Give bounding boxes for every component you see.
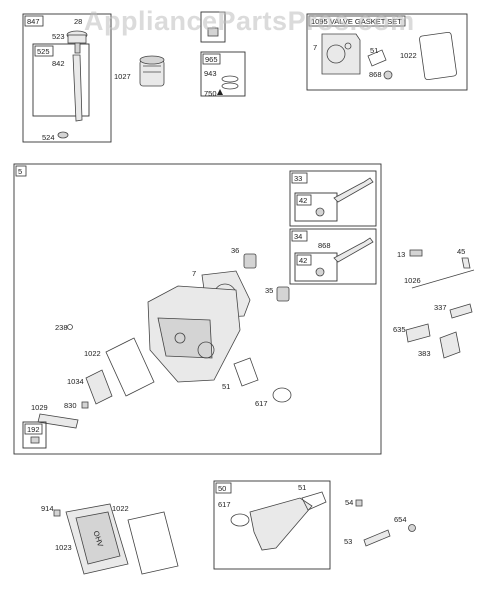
breather-plate [85, 369, 113, 405]
intake-valve [333, 237, 374, 263]
callout-1023: 1023 [55, 543, 72, 552]
group-5-number: 5 [18, 167, 22, 176]
group-965: 965 943 750 [200, 51, 246, 98]
callout-54: 54 [345, 498, 353, 507]
group-34-868: 868 [318, 241, 331, 250]
exhaust-valve [333, 177, 374, 203]
group-965-number: 965 [205, 55, 218, 64]
group-50-number: 50 [218, 484, 226, 493]
watermark: AppliancePartsPros.com [84, 6, 415, 36]
callout-51-gs: 51 [370, 46, 378, 55]
callout-617: 617 [255, 399, 268, 408]
right-parts: 13 45 1026 337 635 383 [393, 247, 475, 359]
group-847: 847 525 523 28 842 524 [22, 13, 112, 143]
callout-523: 523 [52, 32, 65, 41]
group-50-51: 51 [298, 483, 306, 492]
callout-53: 53 [344, 537, 352, 546]
valve-gasket-set-title: 1095 VALVE GASKET SET [311, 17, 402, 26]
callout-337: 337 [434, 303, 447, 312]
dipstick-tube [72, 54, 83, 122]
callout-28: 28 [74, 17, 82, 26]
dipstick-cap-body [67, 34, 87, 44]
drop-icon [217, 89, 223, 95]
callout-1026: 1026 [404, 276, 421, 285]
intake-gasket [233, 357, 259, 387]
callout-868-gs: 868 [369, 70, 382, 79]
callout-7: 7 [192, 269, 196, 278]
spark-plug [449, 303, 473, 319]
group-34-number: 34 [294, 232, 302, 241]
callout-635: 635 [393, 325, 406, 334]
callout-1022-main: 1022 [84, 349, 101, 358]
group-34-42: 42 [299, 256, 307, 265]
oil-filter: 1027 [114, 55, 165, 87]
stud [363, 529, 391, 547]
group-847-number: 847 [27, 17, 40, 26]
callout-35: 35 [265, 286, 273, 295]
callout-914: 914 [41, 504, 54, 513]
callout-45: 45 [457, 247, 465, 256]
callout-13: 13 [397, 250, 405, 259]
spring-36 [243, 253, 257, 269]
head-gasket [321, 33, 361, 75]
group-525-number: 525 [37, 47, 50, 56]
cover-gasket [127, 511, 179, 575]
bottom-parts: 914 1022 OHV 1023 50 617 51 54 654 53 [41, 480, 416, 575]
callout-51: 51 [222, 382, 230, 391]
callout-238: 238 [55, 323, 68, 332]
o-ring [272, 387, 292, 403]
valve-cover-gasket [105, 337, 155, 397]
callout-1022-bottom: 1022 [112, 504, 129, 513]
group-valve-gasket-set: 1095 VALVE GASKET SET 7 51 1022 868 [306, 13, 468, 91]
group-33-number: 33 [294, 174, 302, 183]
group-192-number: 192 [27, 425, 40, 434]
spring-35 [276, 286, 290, 302]
intake-manifold [249, 497, 313, 551]
group-5: 5 33 42 34 868 42 36 35 7 238 [13, 163, 382, 455]
group-33-42: 42 [299, 196, 307, 205]
callout-1034: 1034 [67, 377, 84, 386]
callout-654: 654 [394, 515, 407, 524]
tube-clip [57, 131, 69, 139]
callout-1022-gs: 1022 [400, 51, 417, 60]
callout-383: 383 [418, 349, 431, 358]
callout-842: 842 [52, 59, 65, 68]
breather-tube [37, 413, 79, 429]
callout-830: 830 [64, 401, 77, 410]
callout-524: 524 [42, 133, 55, 142]
dipstick-seal [74, 42, 81, 54]
callout-1027: 1027 [114, 72, 131, 81]
callout-943: 943 [204, 69, 217, 78]
callout-1029: 1029 [31, 403, 48, 412]
group-50-617: 617 [218, 500, 231, 509]
callout-750: 750 [204, 89, 217, 98]
group-top-small [200, 11, 226, 43]
callout-36: 36 [231, 246, 239, 255]
callout-7-gs: 7 [313, 43, 317, 52]
